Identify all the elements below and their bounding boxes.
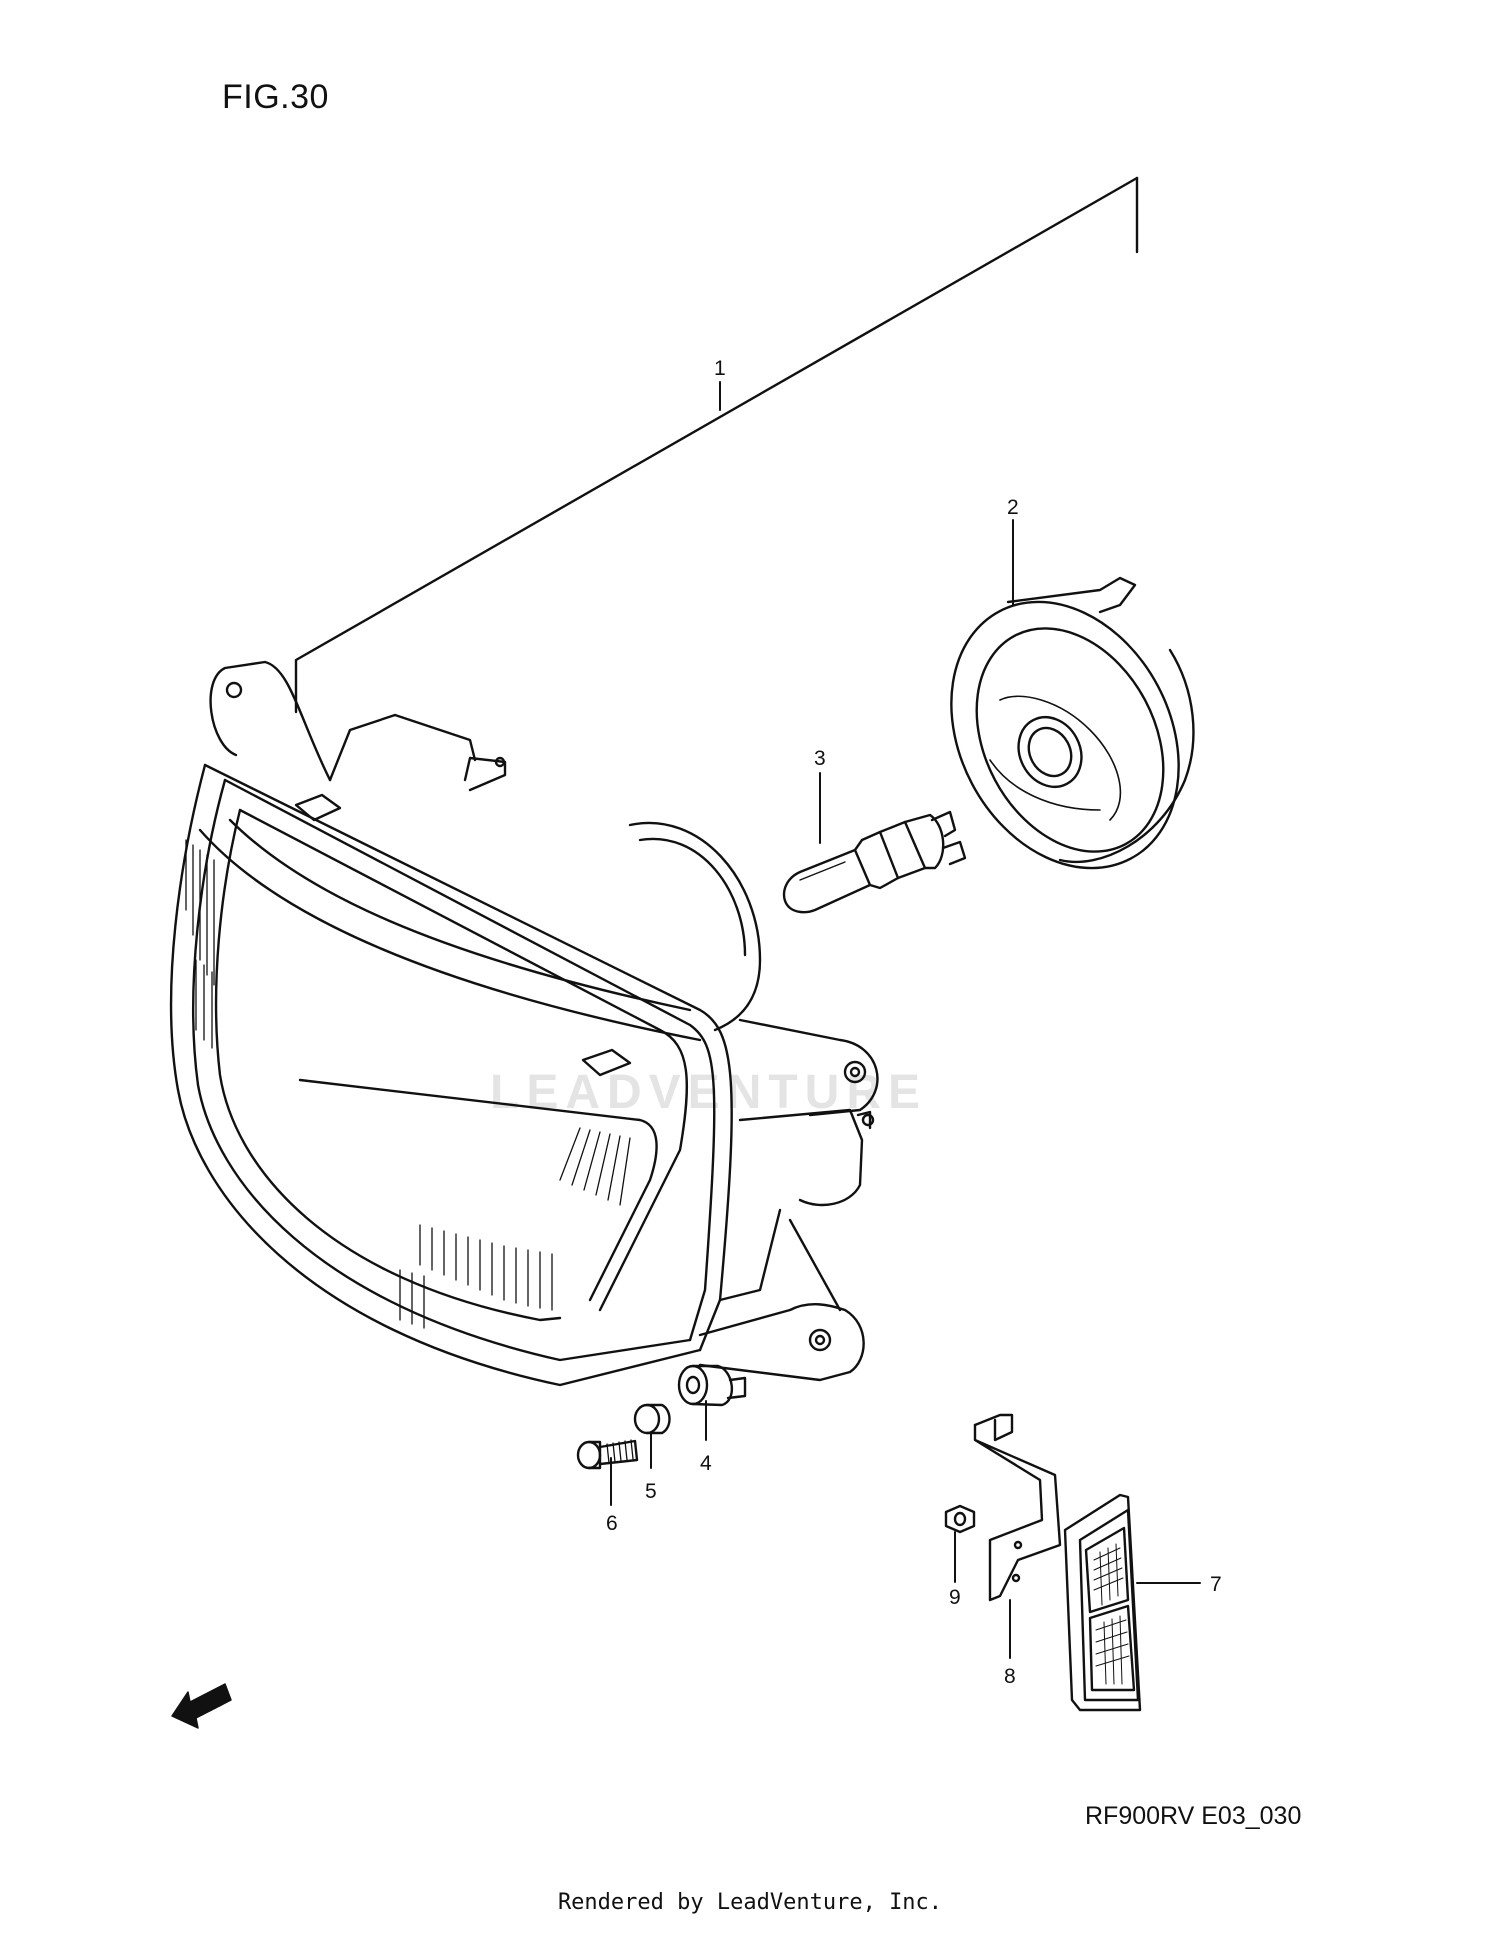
render-credit: Rendered by LeadVenture, Inc. — [557, 1890, 943, 1915]
callout-numbers: 1 2 3 4 5 6 7 8 9 — [606, 357, 1222, 1688]
bulb — [782, 810, 967, 914]
callout-8: 8 — [1004, 1665, 1016, 1688]
callout-7: 7 — [1210, 1573, 1222, 1596]
reflector-bracket — [973, 1413, 1062, 1602]
spacer — [633, 1403, 671, 1435]
leader-lines — [610, 381, 1201, 1659]
callout-1: 1 — [714, 357, 726, 380]
fwd-direction-arrow: FWD — [171, 1683, 232, 1729]
headlamp-housing — [169, 660, 879, 1387]
callout-2: 2 — [1007, 496, 1019, 519]
figure-title: FIG.30 — [222, 78, 329, 116]
callout-9: 9 — [949, 1586, 961, 1609]
callout-3: 3 — [814, 747, 826, 770]
nut — [944, 1504, 976, 1534]
screw — [576, 1439, 639, 1470]
socket-cover — [950, 576, 1195, 870]
assembly-bracket-line — [294, 176, 1139, 714]
callout-5: 5 — [645, 1480, 657, 1503]
callout-4: 4 — [700, 1452, 712, 1475]
diagram-code: RF900RV E03_030 — [1085, 1802, 1302, 1830]
callout-6: 6 — [606, 1512, 618, 1535]
side-reflector — [1063, 1493, 1142, 1712]
grommet — [677, 1364, 747, 1407]
